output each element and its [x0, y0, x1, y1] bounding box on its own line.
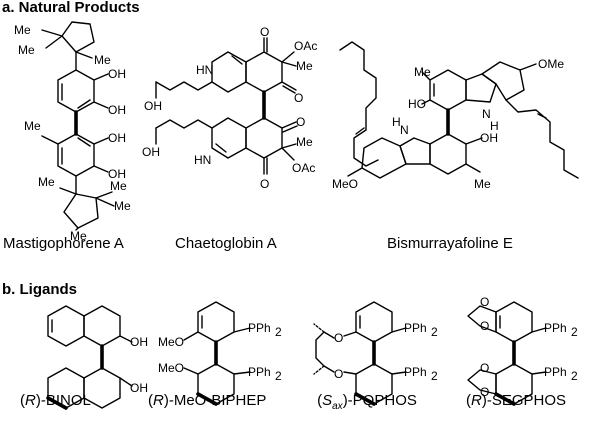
- svg-text:2: 2: [571, 369, 578, 383]
- svg-text:O: O: [480, 295, 489, 309]
- svg-text:2: 2: [275, 369, 282, 383]
- svg-text:O: O: [296, 115, 305, 129]
- chaetoglobin-a-structure: HN O O OAc Me OH O O Me OAc HN OH: [142, 25, 317, 191]
- pqphos-structure: PPh 2 PPh 2 O O: [313, 301, 438, 406]
- svg-text:2: 2: [431, 325, 438, 339]
- segphos-structure: O O PPh 2 O O PPh 2: [467, 295, 578, 406]
- svg-text:2: 2: [275, 325, 282, 339]
- svg-text:MeO: MeO: [332, 177, 358, 191]
- svg-text:OH: OH: [108, 67, 126, 81]
- svg-text:Me: Me: [38, 175, 55, 189]
- bismurrayafoline-e-structure: Me HO N H OMe OH Me N H MeO: [332, 41, 579, 191]
- svg-text:H: H: [490, 119, 499, 133]
- svg-text:O: O: [294, 91, 303, 105]
- svg-text:2: 2: [431, 369, 438, 383]
- svg-text:N: N: [400, 123, 409, 137]
- svg-text:O: O: [334, 367, 343, 381]
- svg-text:HN: HN: [194, 153, 211, 167]
- section-b-heading: b. Ligands: [2, 281, 77, 298]
- svg-text:OH: OH: [480, 131, 498, 145]
- svg-text:MeO: MeO: [158, 335, 184, 349]
- svg-text:PPh: PPh: [248, 321, 271, 335]
- segphos-label: (R)-SEGPHOS: [466, 392, 567, 409]
- svg-text:MeO: MeO: [158, 361, 184, 375]
- svg-text:O: O: [480, 319, 489, 333]
- svg-text:Me: Me: [24, 119, 41, 133]
- svg-text:Me: Me: [18, 43, 35, 57]
- svg-text:Me: Me: [70, 229, 87, 243]
- svg-text:OH: OH: [108, 167, 126, 181]
- svg-text:O: O: [480, 361, 489, 375]
- section-a-heading: a. Natural Products: [2, 0, 140, 16]
- svg-text:H: H: [392, 115, 401, 129]
- svg-text:PPh: PPh: [404, 321, 427, 335]
- svg-text:O: O: [480, 385, 489, 399]
- svg-text:N: N: [482, 107, 491, 121]
- svg-text:OH: OH: [108, 103, 126, 117]
- svg-text:Me: Me: [14, 23, 31, 37]
- svg-text:Me: Me: [114, 199, 131, 213]
- svg-text:PPh: PPh: [248, 365, 271, 379]
- svg-text:PPh: PPh: [544, 321, 567, 335]
- svg-text:O: O: [260, 177, 269, 191]
- svg-text:OH: OH: [130, 381, 148, 395]
- svg-text:PPh: PPh: [404, 365, 427, 379]
- svg-text:PPh: PPh: [544, 365, 567, 379]
- svg-text:Me: Me: [296, 135, 313, 149]
- svg-text:OH: OH: [142, 145, 160, 159]
- svg-text:HN: HN: [196, 63, 213, 77]
- svg-text:OAc: OAc: [292, 161, 315, 175]
- meobiphep-structure: MeO PPh 2 MeO PPh 2: [158, 301, 282, 406]
- svg-text:Me: Me: [474, 177, 491, 191]
- svg-text:OH: OH: [130, 335, 148, 349]
- svg-text:Me: Me: [296, 59, 313, 73]
- svg-text:OH: OH: [108, 131, 126, 145]
- mastigophorene-a-label: Mastigophorene A: [3, 235, 124, 252]
- svg-text:Me: Me: [110, 179, 127, 193]
- svg-text:O: O: [260, 25, 269, 39]
- chaetoglobin-a-label: Chaetoglobin A: [175, 235, 277, 252]
- svg-text:OAc: OAc: [294, 39, 317, 53]
- svg-text:OH: OH: [144, 99, 162, 113]
- binol-label: (R)-BINOL: [20, 392, 91, 409]
- bismurrayafoline-e-label: Bismurrayafoline E: [387, 235, 513, 252]
- mastigophorene-a-structure: Me Me Me OH OH Me OH OH Me Me Me Me: [14, 21, 131, 243]
- binol-structure: OH OH: [46, 305, 148, 410]
- svg-text:OMe: OMe: [538, 57, 564, 71]
- svg-text:O: O: [334, 331, 343, 345]
- pqphos-label: (Sax)-PQPHOS: [317, 392, 417, 412]
- svg-text:Me: Me: [94, 53, 111, 67]
- svg-text:HO: HO: [408, 97, 426, 111]
- meobiphep-label: (R)-MeO-BIPHEP: [148, 392, 267, 409]
- svg-text:2: 2: [571, 325, 578, 339]
